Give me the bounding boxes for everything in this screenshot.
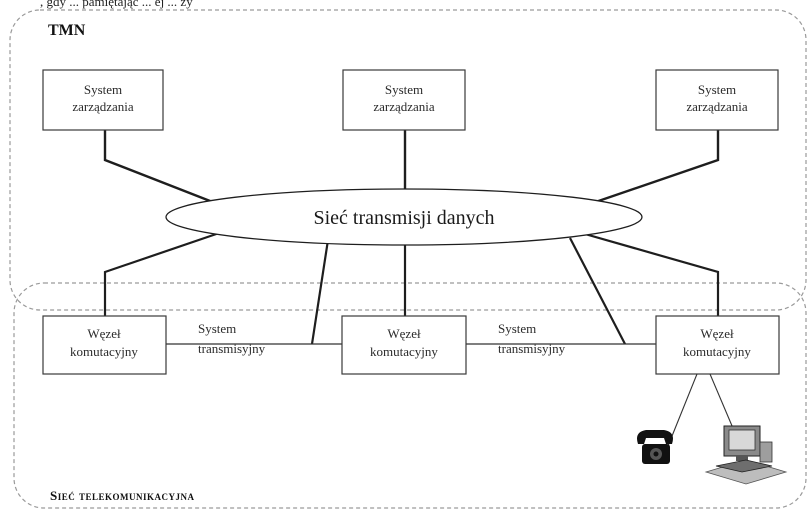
management-link-left <box>103 130 229 210</box>
node-link-right <box>577 230 720 316</box>
telephone-icon <box>637 430 673 464</box>
transmission-label-2-line1: System <box>498 321 536 336</box>
management-system-2-line2: zarządzania <box>373 99 435 114</box>
management-link-right <box>577 130 720 210</box>
switching-node-3: Węzeł komutacyjny <box>655 315 780 375</box>
management-system-2-line1: System <box>385 82 423 97</box>
telecom-label: Sieć telekomunikacyjna <box>50 488 195 503</box>
hub-label: Sieć transmisji danych <box>313 207 494 229</box>
node-link-left <box>103 228 229 316</box>
management-system-3-line2: zarządzania <box>686 99 748 114</box>
management-system-3-line1: System <box>698 82 736 97</box>
management-system-1-line2: zarządzania <box>72 99 134 114</box>
switching-node-1: Węzeł komutacyjny <box>42 315 167 375</box>
management-system-1: System zarządzania <box>42 69 164 131</box>
top-caption: , gdy ... pamiętając ... ej ... zy <box>40 0 193 9</box>
data-network-hub: Sieć transmisji danych <box>165 188 643 246</box>
telecom-region <box>13 282 807 509</box>
hub-to-transmission-right <box>569 237 626 345</box>
switching-node-2-line2: komutacyjny <box>370 344 438 359</box>
switching-node-2-line1: Węzeł <box>387 326 421 341</box>
terminal-link-phone <box>667 373 698 447</box>
switching-node-2: Węzeł komutacyjny <box>341 315 467 375</box>
switching-node-1-line1: Węzeł <box>87 326 121 341</box>
switching-node-3-line2: komutacyjny <box>683 344 751 359</box>
node-links <box>103 228 720 345</box>
management-links <box>103 130 720 210</box>
computer-terminal-icon <box>704 425 788 485</box>
management-system-2: System zarządzania <box>342 69 466 131</box>
transmission-label-1-line2: transmisyjny <box>198 341 266 356</box>
management-system-1-line1: System <box>84 82 122 97</box>
transmission-label-1-line1: System <box>198 321 236 336</box>
transmission-label-2-line2: transmisyjny <box>498 341 566 356</box>
switching-node-1-line2: komutacyjny <box>70 344 138 359</box>
hub-to-transmission-left <box>310 239 330 345</box>
management-system-3: System zarządzania <box>655 69 779 131</box>
tmn-region <box>9 9 807 311</box>
tmn-label: TMN <box>48 22 86 39</box>
switching-node-3-line1: Węzeł <box>700 326 734 341</box>
